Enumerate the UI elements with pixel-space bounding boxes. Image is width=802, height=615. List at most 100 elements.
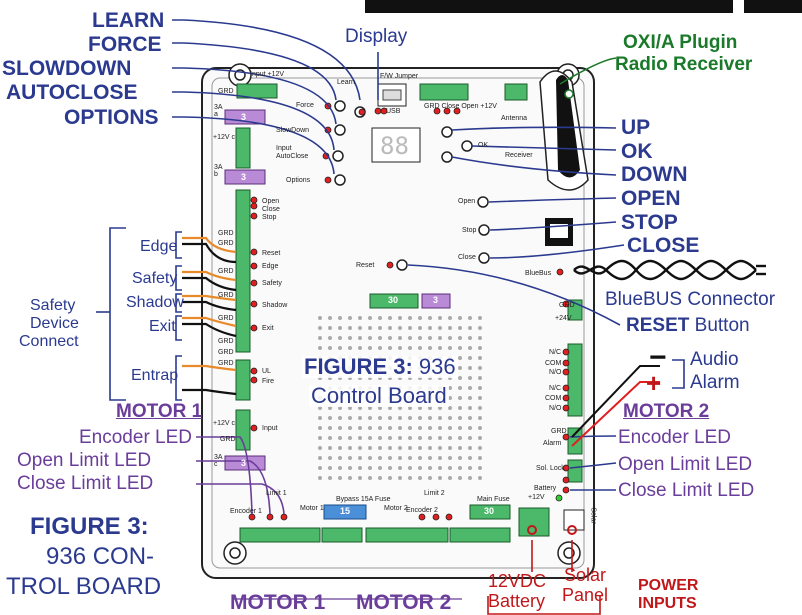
- callout-learn: LEARN: [92, 9, 165, 32]
- safety-bracket: [96, 227, 126, 401]
- grid-dot: [478, 376, 482, 380]
- board-leds: [248, 102, 570, 521]
- grid-dot: [458, 316, 462, 320]
- grid-dot: [418, 476, 422, 480]
- grid-dot: [448, 396, 452, 400]
- silk-grd-l5: GRD: [218, 315, 234, 322]
- grid-dot: [418, 456, 422, 460]
- board-center-bold: FIGURE 3:: [304, 354, 413, 379]
- top-bar-right: [744, 0, 802, 13]
- grid-dot: [348, 476, 352, 480]
- grid-dot: [408, 326, 412, 330]
- grid-dot: [368, 316, 372, 320]
- silk-stop: Stop: [462, 227, 477, 234]
- silk-b-reset: Reset: [262, 250, 281, 257]
- grid-dot: [408, 316, 412, 320]
- board-center-title: FIGURE 3: 936: [302, 356, 458, 378]
- grid-dot: [318, 376, 322, 380]
- grid-dot: [358, 406, 362, 410]
- grid-dot: [468, 376, 472, 380]
- left-terminal-2: [235, 189, 251, 353]
- grid-dot: [418, 336, 422, 340]
- grid-dot: [328, 326, 332, 330]
- grid-dot: [358, 316, 362, 320]
- grid-dot: [328, 416, 332, 420]
- grid-dot: [338, 406, 342, 410]
- callout-oxi-line2: Radio Receiver: [615, 54, 753, 75]
- grid-dot: [378, 376, 382, 380]
- grid-dot: [478, 436, 482, 440]
- grid-dot: [348, 426, 352, 430]
- safety-brackets-small: [175, 231, 182, 401]
- grid-dot: [338, 476, 342, 480]
- figure-caption-line2: TROL BOARD: [6, 573, 162, 600]
- silk-reset: Reset: [356, 262, 375, 269]
- silk-usb: USB: [386, 108, 401, 115]
- motor1-close-limit-led: Close Limit LED: [17, 473, 154, 494]
- motor2-encoder-led: Encoder LED: [618, 427, 732, 448]
- grid-dot: [338, 326, 342, 330]
- grid-dot: [448, 316, 452, 320]
- callout-stop: STOP: [621, 211, 678, 234]
- grid-dot: [458, 426, 462, 430]
- safety-device-line3: Connect: [19, 333, 79, 350]
- silk-no-2: N/O: [549, 405, 562, 412]
- silk-grd-l6: GRD: [218, 338, 234, 345]
- grid-dot: [458, 446, 462, 450]
- grid-dot: [348, 316, 352, 320]
- grid-dot: [408, 416, 412, 420]
- board-inner-outline: [211, 77, 585, 569]
- silk-fuse30: 30: [388, 295, 399, 305]
- grid-dot: [388, 476, 392, 480]
- silk-com-2: COM: [545, 395, 562, 402]
- grid-dot: [448, 386, 452, 390]
- silk-options: Options: [286, 177, 311, 184]
- grid-dot: [458, 326, 462, 330]
- silk-fuse15: 15: [340, 506, 351, 516]
- motor1-encoder-led: Encoder LED: [79, 427, 193, 448]
- grid-dot: [388, 456, 392, 460]
- callout-reset: RESET Button: [626, 316, 750, 335]
- grid-dot: [388, 406, 392, 410]
- silk-learn: Learn: [337, 79, 355, 86]
- figure-caption-line1: 936 CON-: [46, 543, 155, 570]
- grid-dot: [478, 426, 482, 430]
- silk-b-exit: Exit: [262, 325, 274, 332]
- safety-label-edge: Edge: [140, 238, 178, 255]
- grid-dot: [458, 336, 462, 340]
- grid-dot: [328, 406, 332, 410]
- grid-dot: [338, 336, 342, 340]
- leader-lines-motor1: [196, 436, 285, 515]
- grid-dot: [468, 346, 472, 350]
- callout-close: CLOSE: [627, 234, 700, 257]
- leader-lines-left: [172, 19, 361, 175]
- callout-open: OPEN: [621, 187, 681, 210]
- battery-line2: Battery: [488, 591, 546, 611]
- grid-dot: [378, 456, 382, 460]
- grid-dot: [448, 426, 452, 430]
- grid-dot: [388, 376, 392, 380]
- grid-dot: [368, 446, 372, 450]
- grid-dot: [348, 346, 352, 350]
- grid-dot: [428, 406, 432, 410]
- silk-fuse3-a: 3: [241, 112, 247, 122]
- grid-dot: [438, 426, 442, 430]
- grid-dot: [418, 466, 422, 470]
- grid-dot: [458, 346, 462, 350]
- grid-dot: [368, 416, 372, 420]
- grid-dot: [418, 416, 422, 420]
- grid-dot: [468, 446, 472, 450]
- silk-grd-l3: GRD: [218, 268, 234, 275]
- grid-dot: [358, 416, 362, 420]
- grid-dot: [458, 456, 462, 460]
- safety-device-line2: Device: [30, 315, 79, 332]
- grid-dot: [428, 416, 432, 420]
- callout-oxi-line1: OXI/A Plugin: [623, 32, 738, 53]
- seven-segment-display: [371, 127, 421, 163]
- grid-dot: [398, 376, 402, 380]
- silk-encoder2: Encoder 2: [406, 507, 438, 514]
- grid-dot: [318, 316, 322, 320]
- callout-options: OPTIONS: [64, 106, 159, 129]
- grid-dot: [358, 456, 362, 460]
- grid-dot: [468, 336, 472, 340]
